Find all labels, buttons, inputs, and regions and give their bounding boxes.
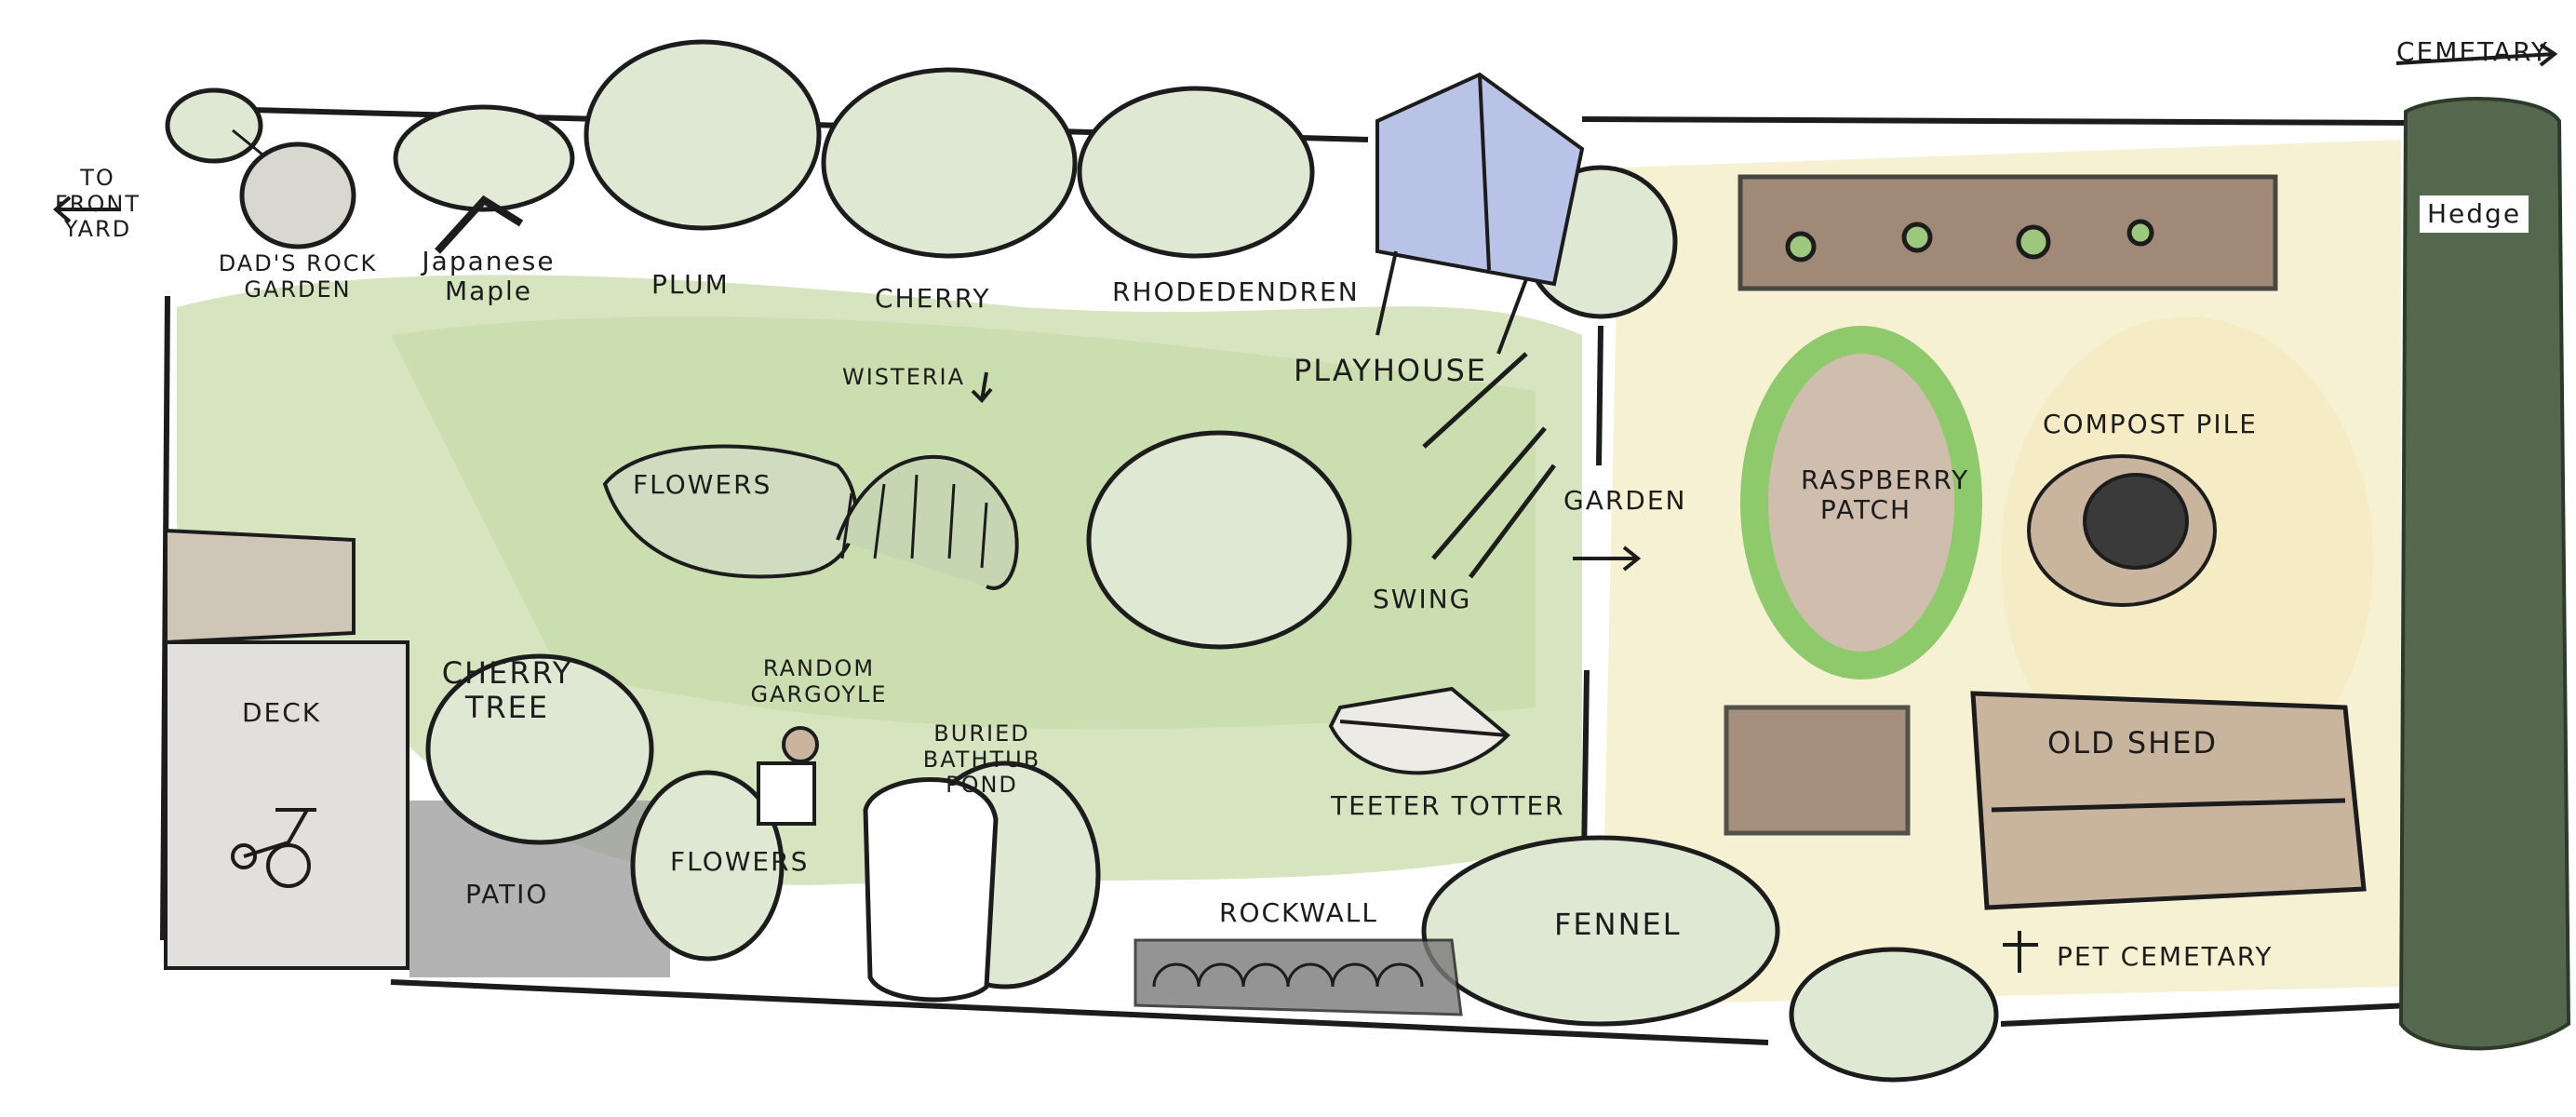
label-hedge: Hedge: [2420, 195, 2529, 234]
label-flowers-mid: FLOWERS: [633, 469, 772, 500]
bathtub-pond: [863, 777, 999, 1003]
label-fennel: FENNEL: [1554, 907, 1682, 942]
label-cherry-tree: CHERRY TREE: [441, 655, 573, 725]
rockwall: [1134, 938, 1463, 1016]
label-flowers-low: FLOWERS: [670, 846, 810, 877]
label-pet-cemetary: PET CEMETARY: [2057, 941, 2274, 972]
teeter-totter-icon: [1328, 686, 1510, 775]
hedge: [2398, 97, 2571, 1051]
label-random-gargoyle: RANDOM GARGOYLE: [750, 655, 888, 707]
label-wisteria: WISTERIA: [842, 364, 966, 390]
label-cemetary[interactable]: CEMETARY: [2396, 36, 2549, 67]
label-dads-rock-garden: DAD'S ROCK GARDEN: [218, 250, 378, 303]
playhouse-icon: [1375, 72, 1585, 355]
label-raspberry-patch: RASPBERRY PATCH: [1801, 464, 1970, 526]
compost-pile-icon: [2027, 454, 2217, 607]
patio: [409, 801, 670, 977]
label-old-shed: OLD SHED: [2047, 725, 2219, 760]
label-rhododendren: RHODEDENDREN: [1112, 276, 1360, 307]
old-shed: [1970, 691, 2367, 910]
label-plum: PLUM: [651, 269, 730, 300]
swing-icon: [1422, 352, 1556, 579]
label-cherry: CHERRY: [875, 283, 991, 314]
label-garden: GARDEN: [1563, 485, 1687, 516]
label-rockwall: ROCKWALL: [1219, 897, 1378, 928]
flower-beds: [602, 444, 1019, 590]
vegetable-beds: [1724, 174, 2278, 836]
label-patio: PATIO: [465, 879, 549, 909]
label-playhouse: PLAYHOUSE: [1294, 353, 1488, 388]
label-deck: DECK: [242, 697, 322, 728]
gargoyle-icon: [757, 726, 819, 826]
label-to-front-yard[interactable]: TO FRONT YARD: [55, 165, 141, 243]
arrows: [52, 43, 2558, 572]
deck: [164, 528, 409, 970]
cross-icon: [2003, 931, 2038, 973]
tricycle-icon: [231, 808, 316, 888]
label-compost-pile: COMPOST PILE: [2043, 409, 2258, 439]
raspberry-patch: [1740, 326, 1982, 680]
label-buried-bathtub-pond: BURIED BATHTUB POND: [922, 720, 1041, 799]
label-japanese-maple: Japanese Maple: [422, 246, 556, 307]
label-swing: SWING: [1373, 584, 1472, 614]
label-teeter-totter: TEETER TOTTER: [1331, 790, 1565, 821]
